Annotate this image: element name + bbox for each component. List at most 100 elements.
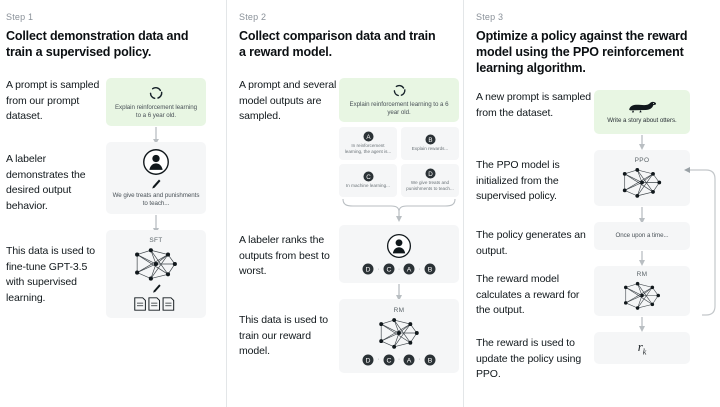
rank-sep-icon: ·: [418, 265, 421, 273]
step-2-rm-ranking-list: D · C · A · B: [362, 354, 436, 366]
step-1-title: Collect demonstration data and train a s…: [6, 29, 189, 59]
brace-and-arrow-icon: [339, 197, 459, 223]
step-2-ranking-box: D · C · A · B: [339, 225, 459, 283]
arrow-down-icon: [594, 250, 690, 268]
step-3-prompt-text: Write a story about otters.: [607, 116, 677, 124]
step-1-labeler-text: We give treats and punishments to teach.…: [112, 192, 200, 207]
step-1-label: Step 1: [6, 12, 34, 22]
pencil-icon: [151, 283, 162, 294]
rank-badge-4-icon: B: [424, 354, 436, 366]
step-3-caption-2: The PPO model is initialized from the su…: [476, 159, 560, 202]
person-icon: [142, 148, 170, 176]
arrow-down-icon: [339, 283, 459, 303]
badge-c-icon: C: [362, 171, 374, 182]
badge-d-icon: D: [424, 168, 436, 179]
step-2-row-prompt: A prompt and several model outputs are s…: [239, 78, 463, 223]
step-2-column: Step 2 Collect comparison data and train…: [226, 0, 463, 407]
svg-text:A: A: [407, 267, 412, 274]
svg-text:C: C: [386, 267, 391, 274]
step-1-prompt-text: Explain reinforcement learning to a 6 ye…: [114, 103, 198, 119]
step-3-row-prompt: A new prompt is sampled from the dataset…: [476, 90, 720, 152]
svg-text:C: C: [386, 357, 391, 364]
step-1-labeler-box: We give treats and punishments to teach.…: [106, 142, 206, 214]
svg-text:B: B: [428, 137, 432, 144]
svg-text:D: D: [366, 357, 371, 364]
step-2-row-rm: This data is used to train our reward mo…: [239, 299, 463, 373]
step-3-row-reward: The reward is used to update the policy …: [476, 332, 720, 383]
step-3-prompt-box: Write a story about otters.: [594, 90, 690, 134]
rank-badge-3-icon: A: [403, 263, 415, 275]
documents-icon: [133, 296, 179, 312]
step-3-reward-box: rk: [594, 332, 690, 364]
step-3-caption-1: A new prompt is sampled from the dataset…: [476, 91, 592, 119]
svg-text:D: D: [366, 267, 371, 274]
step-3-column: Step 3 Optimize a policy against the rew…: [463, 0, 720, 407]
rank-sep-icon: ·: [377, 356, 380, 363]
step-1-sft-tag: SFT: [149, 236, 163, 244]
rank-sep-icon: ·: [377, 265, 380, 273]
step-3-row-ppo: The PPO model is initialized from the su…: [476, 150, 720, 226]
badge-a-icon: A: [362, 131, 374, 142]
step-3-output-box: Once upon a time...: [594, 222, 690, 250]
step-2-prompt-graphic: Explain reinforcement learning to a 6 ye…: [339, 78, 459, 223]
svg-text:C: C: [366, 174, 371, 181]
step-1-prompt-graphic: Explain reinforcement learning to a 6 ye…: [106, 78, 206, 146]
step-3-prompt-graphic: Write a story about otters.: [594, 90, 690, 152]
step-3-ppo-tag: PPO: [634, 157, 650, 164]
neural-network-icon: [618, 166, 666, 199]
svg-text:B: B: [427, 357, 432, 364]
rank-badge-3-icon: A: [403, 354, 415, 366]
output-card-a: A In reinforcement learning, the agent i…: [339, 127, 397, 160]
step-3-title: Optimize a policy against the reward mod…: [476, 29, 688, 75]
step-1-caption-3: This data is used to fine-tune GPT-3.5 w…: [6, 245, 96, 304]
svg-text:B: B: [427, 267, 432, 274]
arrow-down-icon: [594, 134, 690, 152]
person-icon: [386, 233, 412, 259]
output-card-d: D We give treats and punishments to teac…: [401, 164, 459, 197]
step-1-caption-1: A prompt is sampled from our prompt data…: [6, 79, 100, 122]
badge-b-icon: B: [424, 134, 436, 145]
arrow-down-icon: [106, 126, 206, 146]
reward-symbol: rk: [637, 339, 647, 357]
output-card-b-text: Explain rewards...: [411, 146, 449, 152]
step-2-ranking-graphic: D · C · A · B: [339, 225, 459, 303]
rank-badge-4-icon: B: [424, 263, 436, 275]
neural-network-icon: [130, 246, 182, 282]
svg-text:A: A: [407, 357, 412, 364]
pencil-icon: [150, 178, 162, 190]
step-3-caption-4: The reward model calculates a reward for…: [476, 273, 580, 316]
output-card-c: C In machine learning...: [339, 164, 397, 197]
step-2-title: Collect comparison data and train a rewa…: [239, 29, 436, 59]
rank-sep-icon: ·: [397, 265, 401, 273]
otter-icon: [627, 100, 657, 114]
step-1-column: Step 1 Collect demonstration data and tr…: [0, 0, 226, 407]
rank-badge-2-icon: C: [383, 263, 395, 275]
recycle-icon: [148, 85, 164, 101]
step-1-row-sft: This data is used to fine-tune GPT-3.5 w…: [6, 230, 226, 318]
step-1-row-labeler: A labeler demonstrates the desired outpu…: [6, 142, 226, 236]
step-2-caption-2: A labeler ranks the outputs from best to…: [239, 234, 330, 277]
output-card-d-text: We give treats and punishments to teach.…: [406, 180, 454, 191]
step-3-reward-graphic: rk: [594, 332, 690, 364]
step-2-output-cards: A In reinforcement learning, the agent i…: [339, 127, 459, 197]
step-3-rm-tag: RM: [636, 271, 648, 278]
neural-network-icon: [619, 280, 665, 311]
rank-badge-1-icon: D: [362, 354, 374, 366]
step-3-output-text: Once upon a time...: [615, 232, 669, 239]
update-policy-feedback-arrow: [682, 158, 720, 326]
output-card-c-text: In machine learning...: [346, 183, 390, 189]
rank-sep-icon: ·: [418, 356, 421, 363]
step-3-output-graphic: Once upon a time...: [594, 222, 690, 268]
step-1-labeler-graphic: We give treats and punishments to teach.…: [106, 142, 206, 236]
step-3-row-output: The policy generates an output. Once upo…: [476, 222, 720, 268]
rank-sep-icon: ·: [397, 356, 401, 363]
step-1-sft-graphic: SFT: [106, 230, 206, 318]
step-2-prompt-text: Explain reinforcement learning to a 6 ye…: [349, 101, 449, 116]
step-3-label: Step 3: [476, 12, 504, 22]
arrow-down-icon: [594, 206, 690, 226]
step-1-caption-2: A labeler demonstrates the desired outpu…: [6, 153, 86, 212]
step-2-caption-3: This data is used to train our reward mo…: [239, 314, 329, 357]
step-2-label: Step 2: [239, 12, 267, 22]
step-2-rm-graphic: RM: [339, 299, 459, 373]
